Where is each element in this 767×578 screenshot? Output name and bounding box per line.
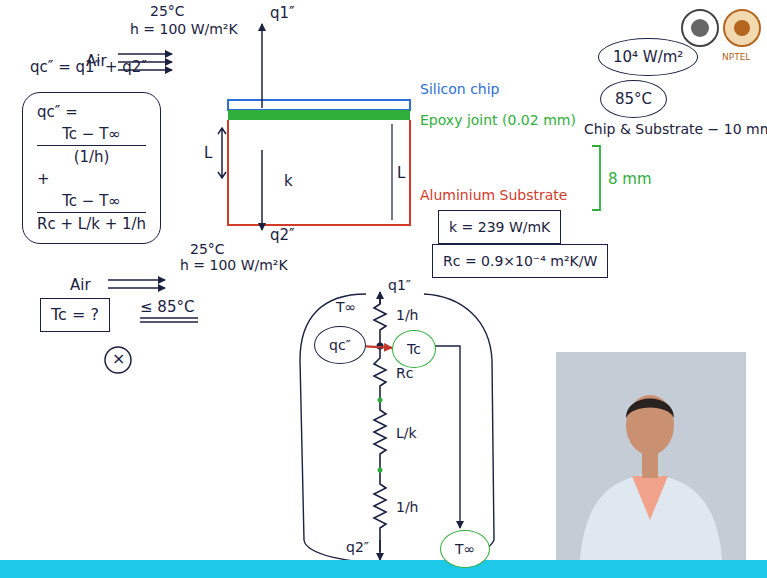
logo [691, 19, 709, 37]
property-box: Rc = 0.9×10⁻⁴ m²K/W [432, 244, 608, 278]
logo [724, 10, 760, 46]
node-text: Tc − T∞ [37, 123, 146, 145]
annotation-label: Rc [396, 364, 413, 382]
annotation-label: h = 100 W/m²K [180, 256, 288, 274]
presenter [580, 474, 722, 560]
node-circle: Tc [392, 330, 436, 368]
annotation-label: Air [70, 276, 91, 294]
node-dot [378, 398, 383, 403]
annotation-label: 25°C [150, 2, 185, 20]
dimension-bracket [592, 146, 600, 210]
node-text: (1/h) [37, 145, 146, 168]
flux-arrow [379, 292, 381, 304]
annotation-label: 25°C [190, 240, 225, 258]
flux-arrow [379, 540, 381, 560]
presenter [626, 395, 674, 455]
logo [734, 20, 750, 36]
node-dot [378, 468, 383, 473]
enclosing-loop [300, 294, 494, 564]
annotation-label: Chip & Substrate − 10 mm [584, 120, 767, 138]
aluminium-substrate [228, 120, 410, 225]
annotation-label: q2″ [346, 538, 369, 556]
annotation-label: L [204, 144, 212, 162]
leader-line [432, 346, 460, 528]
node-text: Rc + L/k + 1/h [37, 212, 146, 235]
annotation-label: q1″ [388, 276, 411, 294]
double-arrow [218, 128, 226, 178]
node-text: Tc − T∞ [37, 190, 146, 212]
silicon-chip [228, 100, 410, 110]
annotation-label: × [112, 350, 125, 368]
annotation-label: Air [86, 52, 107, 70]
given-flux: 10⁴ W/m² [598, 38, 698, 76]
underline [140, 321, 198, 323]
ambient-circle: T∞ [440, 530, 490, 568]
node-text: 85°C [615, 88, 652, 110]
node-text: qc″ [329, 334, 351, 356]
annotation-label: Silicon chip [420, 80, 500, 98]
annotation-label: Aluminium Substrate [420, 186, 567, 204]
annotation-label: ≤ 85°C [140, 298, 194, 316]
annotation-label: L/k [396, 424, 417, 442]
resistor-chain [374, 298, 386, 552]
node-text: Tc = ? [51, 304, 99, 326]
node-text: + [37, 168, 146, 190]
heat-flux-arrow [261, 150, 263, 230]
logo [682, 10, 718, 46]
node-text: Tc [407, 338, 421, 360]
annotation-label: q2″ [270, 226, 295, 244]
node-text: Rc = 0.9×10⁻⁴ m²K/W [443, 250, 597, 272]
annotation-label: 1/h [396, 498, 419, 516]
annotation-label: T∞ [336, 298, 356, 316]
presenter [626, 399, 674, 419]
annotation-label: 8 mm [608, 170, 652, 188]
annotation-label: k [284, 172, 293, 190]
property-box: k = 239 W/mK [438, 210, 561, 244]
node-text: k = 239 W/mK [449, 216, 550, 238]
epoxy-joint [228, 110, 410, 120]
equation-box: qc″ =Tc − T∞(1/h)+Tc − T∞Rc + L/k + 1/h [22, 92, 161, 244]
bottom-bar [0, 560, 767, 578]
node-text: T∞ [455, 538, 475, 560]
node-text: 10⁴ W/m² [613, 46, 683, 68]
heat-flux-arrow [261, 24, 263, 108]
annotation-label: 1/h [396, 306, 419, 324]
presenter-video [556, 352, 746, 560]
underline [140, 317, 198, 319]
mark-circle [105, 347, 131, 373]
limit-temperature: 85°C [600, 80, 667, 118]
annotation-label: q1″ [270, 4, 295, 22]
annotation-label: L [397, 164, 405, 182]
node-text: qc″ = [37, 101, 146, 123]
heat-input-arrow [366, 346, 392, 347]
annotation-label: Epoxy joint (0.02 mm) [420, 111, 576, 129]
presenter [632, 476, 668, 520]
unknown-box: Tc = ? [40, 298, 110, 332]
flux-circle: qc″ [314, 326, 366, 364]
thickness-line [391, 124, 392, 220]
annotation-label: NPTEL [722, 48, 750, 66]
annotation-label: h = 100 W/m²K [130, 20, 238, 38]
